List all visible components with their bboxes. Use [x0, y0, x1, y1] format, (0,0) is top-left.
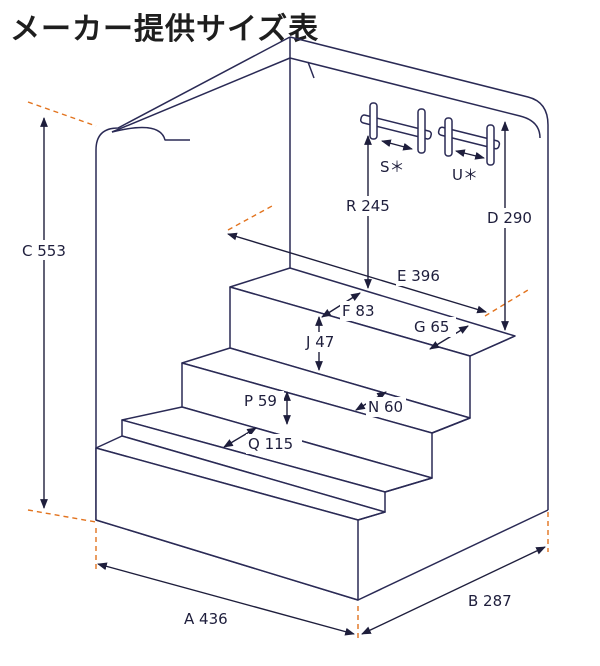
dim-s-label: S＊	[380, 158, 405, 176]
rod-right-post-1	[444, 117, 453, 157]
dim-a-line	[97, 562, 355, 636]
dim-q-line	[223, 427, 257, 448]
rod-left-post-2	[417, 108, 426, 154]
rod-left-bar	[359, 114, 433, 140]
rod-left-post-1	[369, 102, 378, 140]
dim-j-label: J 47	[305, 333, 334, 351]
dim-g-line	[429, 325, 469, 350]
dim-b-line	[361, 546, 546, 635]
dim-a-label: A 436	[184, 610, 228, 628]
reference-lines	[27, 101, 549, 640]
rod-right-bar	[437, 126, 501, 150]
rod-fixtures	[359, 102, 501, 166]
dim-e-line	[227, 232, 487, 314]
dim-c-label: C 553	[22, 242, 66, 260]
dim-b-label: B 287	[468, 592, 512, 610]
dim-q-label: Q 115	[248, 435, 293, 453]
dim-n-label: N 60	[368, 398, 403, 416]
dim-g-label: G 65	[414, 318, 449, 336]
dim-r-label: R 245	[346, 197, 390, 215]
dim-d-label: D 290	[487, 209, 532, 227]
dimension-labels: C 553 A 436 B 287 R 245 D 290 E 396 F 83…	[20, 158, 546, 628]
dim-p-label: P 59	[244, 392, 277, 410]
dim-u-line	[455, 149, 485, 160]
dim-s-line	[381, 139, 413, 151]
page-title: メーカー提供サイズ表	[10, 12, 320, 47]
rod-right-post-2	[486, 124, 495, 166]
dim-e-label: E 396	[397, 267, 440, 285]
base-front	[95, 447, 359, 601]
dim-f-label: F 83	[342, 302, 374, 320]
dim-u-label: U＊	[452, 166, 478, 184]
